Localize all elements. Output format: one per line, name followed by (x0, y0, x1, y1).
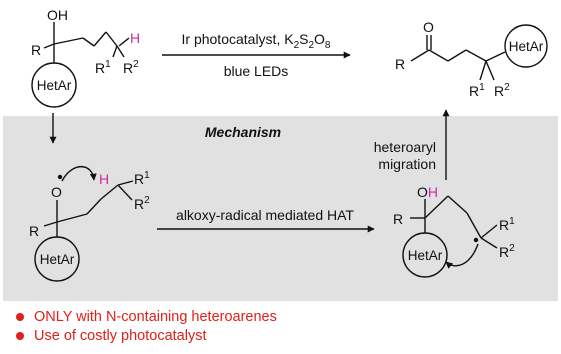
bullet-dot-icon (16, 332, 24, 340)
product-r2-label: R2 (494, 82, 510, 99)
start-hetar-label: HetAr (37, 78, 72, 93)
alkoxy-radical-intermediate (34, 165, 134, 282)
intermediate-r1-label: R1 (134, 170, 150, 187)
drawback-text: ONLY with N-containing heteroarenes (34, 309, 277, 325)
start-h-label: H (130, 30, 140, 46)
drawback-item: Use of costly photocatalyst (14, 327, 277, 346)
intermediate-o-label: O (51, 184, 62, 200)
intermediate-r-label: R (29, 223, 39, 239)
drawback-text: Use of costly photocatalyst (34, 328, 207, 344)
mechanism-panel (3, 116, 558, 301)
radical-r2-label: R2 (499, 243, 515, 260)
start-r2-label: R2 (123, 59, 139, 76)
product-r1-label: R1 (469, 82, 485, 99)
product-hetar-label: HetAr (509, 39, 544, 54)
bullet-dot-icon (16, 313, 24, 321)
ketone-product (410, 24, 548, 81)
radical-r1-label: R1 (499, 216, 515, 233)
product-o-label: O (423, 19, 434, 35)
alkoxy-radical-dot (57, 174, 63, 180)
carbon-radical-intermediate (402, 195, 498, 278)
carbon-radical-dot (473, 237, 479, 243)
radical-r-label: R (393, 211, 403, 227)
hat-step-label: alkoxy-radical mediated HAT (176, 207, 354, 223)
starting-alcohol (31, 22, 130, 108)
intermediate-r2-label: R2 (134, 195, 150, 212)
migration-label-line2: migration (378, 156, 436, 172)
conditions-label: blue LEDs (224, 63, 289, 79)
product-r-label: R (395, 56, 405, 72)
start-r1-label: R1 (95, 59, 111, 76)
drawbacks-list: ONLY with N-containing heteroarenes Use … (14, 308, 277, 346)
reagents-label: Ir photocatalyst, K2S2O8 (182, 31, 331, 51)
drawback-item: ONLY with N-containing heteroarenes (14, 308, 277, 327)
start-r-label: R (31, 42, 41, 58)
intermediate-h-label: H (99, 171, 109, 187)
migration-label-line1: heteroaryl (374, 139, 436, 155)
radical-hetar-label: HetAr (408, 248, 443, 263)
intermediate-hetar-label: HetAr (40, 252, 75, 267)
start-oh-label: OH (47, 7, 68, 23)
radical-oh-label: OH (417, 184, 438, 200)
mechanism-title: Mechanism (205, 124, 281, 140)
